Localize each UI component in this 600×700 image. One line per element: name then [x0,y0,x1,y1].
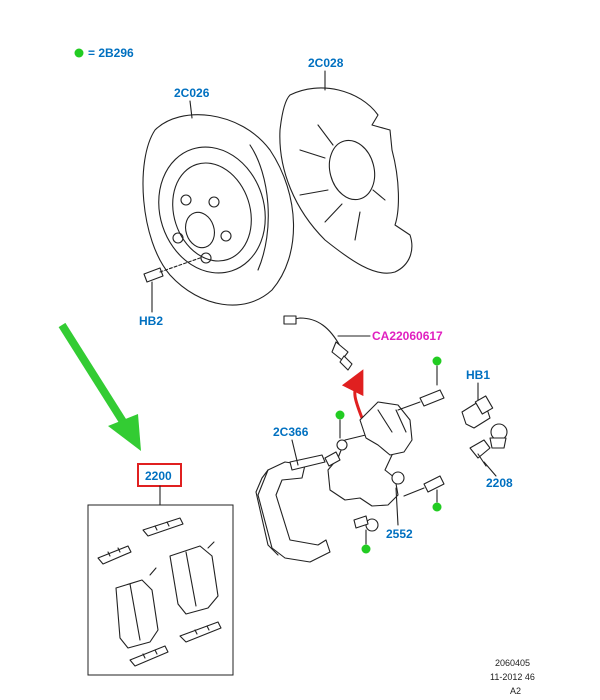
legend-text: = 2B296 [88,46,134,60]
legend: = 2B296 [74,46,134,60]
legend-green-dot [74,48,84,58]
brake-caliper [327,401,413,532]
label-bleed: 2208 [486,476,513,490]
label-carrier: 2C366 [273,425,309,439]
brake-hose [283,315,353,371]
bolt-hb1 [461,395,494,429]
dust-shield [279,87,413,274]
label-caliper: 2552 [386,527,413,541]
brake-pads [115,541,219,649]
footer-line-3: A2 [510,686,521,696]
marker-dot-1 [432,356,442,366]
label-hose: CA22060617 [372,329,443,343]
pad-clips [97,517,222,667]
brake-disc [142,114,295,306]
label-disc-screw: HB2 [139,314,163,328]
bleed-screw [469,423,508,467]
hose-arrow [341,369,364,419]
footer-line-1: 2060405 [495,658,530,668]
footer-reference: 2060405 11-2012 46 A2 [490,658,535,696]
footer-line-2: 11-2012 46 [490,672,535,682]
marker-dot-4 [361,544,371,554]
disc-screw [143,257,201,283]
marker-dot-2 [335,410,345,420]
label-shield: 2C028 [308,56,344,70]
label-disc: 2C026 [174,86,210,100]
caliper-bolts [324,389,445,529]
caliper-carrier [255,454,331,563]
marker-dot-3 [432,502,442,512]
label-pad-kit: 2200 [145,469,172,483]
label-bolt-hb1: HB1 [466,368,490,382]
green-pointer-arrow [58,322,141,451]
